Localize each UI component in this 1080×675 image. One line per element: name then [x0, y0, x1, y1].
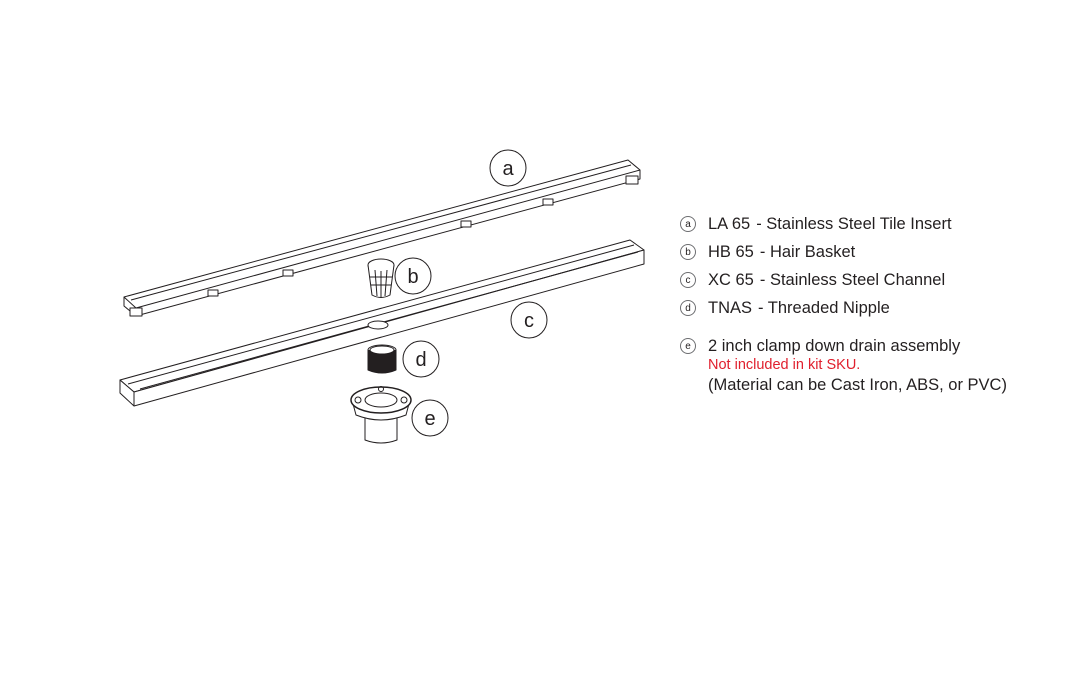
- callout-b-label: b: [407, 266, 418, 288]
- legend-item-b: b HB 65 - Hair Basket: [680, 238, 1060, 266]
- callout-e-label: e: [424, 408, 435, 430]
- legend-badge-b: b: [680, 244, 696, 260]
- callout-a-circle: [489, 149, 527, 187]
- legend-badge-c: c: [680, 272, 696, 288]
- legend-code-b: HB 65: [708, 242, 754, 261]
- channel-drawing: [119, 239, 645, 407]
- legend-desc-a: - Stainless Steel Tile Insert: [756, 214, 952, 233]
- legend-desc-b: - Hair Basket: [759, 242, 856, 261]
- callout-b-circle: [394, 257, 432, 295]
- legend-code-c: XC 65: [708, 270, 754, 289]
- drain-assembly-title: 2 inch clamp down drain assembly: [708, 336, 961, 355]
- legend-code-a: LA 65: [708, 214, 751, 233]
- parts-legend: a LA 65 - Stainless Steel Tile Insert b …: [680, 210, 1060, 396]
- callout-a-label: a: [502, 158, 514, 180]
- callout-d-circle: [402, 340, 440, 378]
- tile-insert-drawing: [123, 159, 641, 317]
- legend-desc-d: - Threaded Nipple: [758, 298, 890, 317]
- legend-item-e: e 2 inch clamp down drain assembly Not i…: [680, 332, 1060, 396]
- callout-c-circle: [510, 301, 548, 339]
- hair-basket-drawing: [367, 258, 395, 298]
- legend-item-c: c XC 65 - Stainless Steel Channel: [680, 266, 1060, 294]
- material-note: (Material can be Cast Iron, ABS, or PVC): [708, 376, 1007, 394]
- legend-badge-a: a: [680, 216, 696, 232]
- legend-item-a: a LA 65 - Stainless Steel Tile Insert: [680, 210, 1060, 238]
- callout-d-label: d: [415, 349, 426, 371]
- not-included-warning: Not included in kit SKU.: [708, 357, 861, 373]
- legend-badge-e: e: [680, 338, 696, 354]
- legend-badge-d: d: [680, 300, 696, 316]
- legend-item-d: d TNAS - Threaded Nipple: [680, 294, 1060, 322]
- drain-assembly-drawing: [350, 386, 412, 444]
- legend-desc-c: - Stainless Steel Channel: [759, 270, 946, 289]
- threaded-nipple-drawing: [367, 344, 397, 374]
- callout-e-circle: [411, 399, 449, 437]
- legend-code-d: TNAS: [708, 298, 753, 317]
- callout-c-label: c: [524, 310, 534, 332]
